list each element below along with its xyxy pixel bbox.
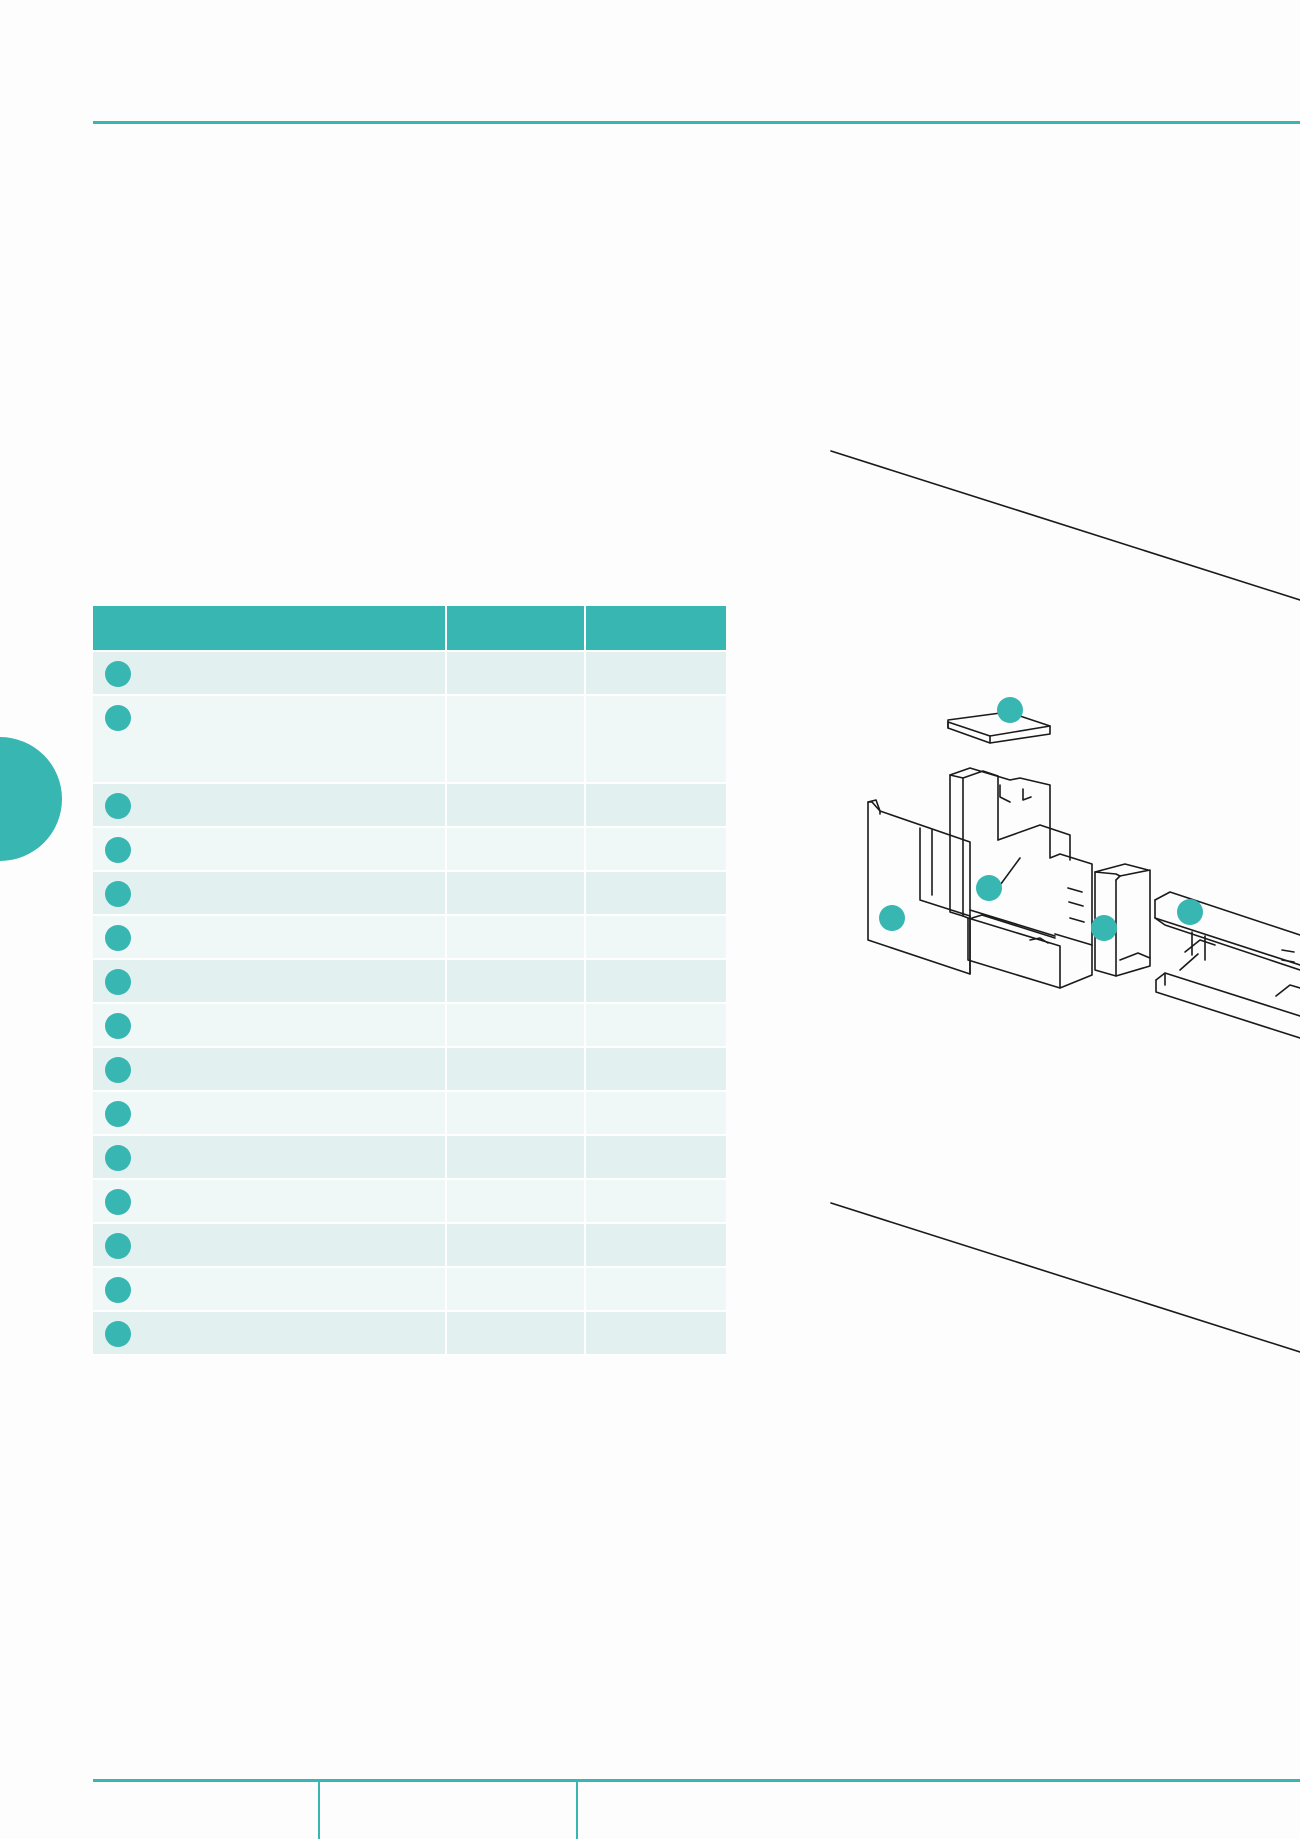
row-marker-circle: [105, 1189, 131, 1215]
table-header-row: [93, 606, 726, 652]
callout-dot: [879, 905, 905, 931]
callout-dot: [976, 875, 1002, 901]
table-cell-description: [93, 651, 448, 696]
table-row: [93, 827, 726, 872]
table-cell-value: [584, 1311, 726, 1356]
table-row: [93, 1091, 726, 1136]
table-cell-value: [584, 827, 726, 872]
table-cell-description: [93, 827, 448, 872]
row-marker-circle: [105, 925, 131, 951]
table-cell-value: [446, 1267, 586, 1312]
end-cap-part: [867, 799, 971, 975]
table-cell-description: [93, 1091, 448, 1136]
table-cell-description: [93, 695, 448, 784]
table-row: [93, 1223, 726, 1268]
parts-table: [93, 606, 726, 1356]
table-row: [93, 651, 726, 696]
table-cell-description: [93, 1179, 448, 1224]
footer-divider-right: [576, 1781, 578, 1839]
callout-dot: [1091, 915, 1117, 941]
callout-group: [879, 697, 1203, 941]
table-cell-value: [446, 871, 586, 916]
section-tab-marker: [0, 737, 62, 861]
table-row: [93, 959, 726, 1004]
table-row: [93, 915, 726, 960]
row-marker-circle: [105, 1145, 131, 1171]
table-cell-description: [93, 1311, 448, 1356]
callout-dot: [997, 697, 1023, 723]
table-cell-value: [584, 871, 726, 916]
table-cell-description: [93, 1223, 448, 1268]
table-cell-description: [93, 1267, 448, 1312]
row-marker-circle: [105, 793, 131, 819]
table-row: [93, 695, 726, 784]
perspective-guide-line-top: [830, 450, 1300, 601]
table-cell-value: [584, 1179, 726, 1224]
table-cell-description: [93, 1003, 448, 1048]
row-marker-circle: [105, 661, 131, 687]
table-cell-description: [93, 1135, 448, 1180]
trunking-length-part: [1154, 891, 1300, 1039]
table-cell-value: [584, 1135, 726, 1180]
table-cell-value: [584, 1223, 726, 1268]
table-row: [93, 1003, 726, 1048]
header-rule: [93, 121, 1300, 124]
row-marker-circle: [105, 705, 131, 731]
table-row: [93, 1179, 726, 1224]
table-cell-value: [584, 915, 726, 960]
table-row: [93, 1135, 726, 1180]
table-cell-value: [446, 783, 586, 828]
perspective-guide-line-bottom: [830, 1202, 1300, 1353]
row-marker-circle: [105, 1233, 131, 1259]
table-cell-description: [93, 959, 448, 1004]
footer-rule: [93, 1779, 1300, 1782]
table-cell-value: [584, 1003, 726, 1048]
table-row: [93, 871, 726, 916]
table-row: [93, 1267, 726, 1312]
table-cell-description: [93, 871, 448, 916]
table-cell-value: [446, 1047, 586, 1092]
table-cell-value: [446, 1091, 586, 1136]
table-cell-value: [584, 651, 726, 696]
row-marker-circle: [105, 837, 131, 863]
exploded-assembly-drawing: [830, 450, 1300, 1353]
table-row: [93, 1311, 726, 1356]
row-marker-circle: [105, 1057, 131, 1083]
table-cell-value: [446, 1135, 586, 1180]
table-cell-value: [446, 827, 586, 872]
table-cell-value: [584, 1047, 726, 1092]
table-cell-value: [584, 695, 726, 784]
table-cell-value: [584, 1091, 726, 1136]
row-marker-circle: [105, 1277, 131, 1303]
table-cell-description: [93, 783, 448, 828]
footer-divider-left: [318, 1781, 320, 1839]
table-cell-value: [446, 1179, 586, 1224]
table-cell-value: [584, 959, 726, 1004]
table-cell-description: [93, 915, 448, 960]
table-cell-value: [584, 783, 726, 828]
row-marker-circle: [105, 969, 131, 995]
table-cell-value: [584, 1267, 726, 1312]
table-body: [93, 651, 726, 1356]
header-cell-description: [93, 606, 448, 652]
table-cell-value: [446, 695, 586, 784]
row-marker-circle: [105, 1101, 131, 1127]
table-cell-value: [446, 1223, 586, 1268]
header-cell-col-3: [584, 606, 726, 652]
table-cell-description: [93, 1047, 448, 1092]
tee-junction-part: [949, 767, 1093, 989]
row-marker-circle: [105, 1013, 131, 1039]
table-row: [93, 1047, 726, 1092]
table-row: [93, 783, 726, 828]
header-cell-col-2: [446, 606, 586, 652]
row-marker-circle: [105, 881, 131, 907]
table-cell-value: [446, 651, 586, 696]
table-cell-value: [446, 959, 586, 1004]
callout-dot: [1177, 899, 1203, 925]
table-cell-value: [446, 915, 586, 960]
row-marker-circle: [105, 1321, 131, 1347]
table-cell-value: [446, 1003, 586, 1048]
table-cell-value: [446, 1311, 586, 1356]
